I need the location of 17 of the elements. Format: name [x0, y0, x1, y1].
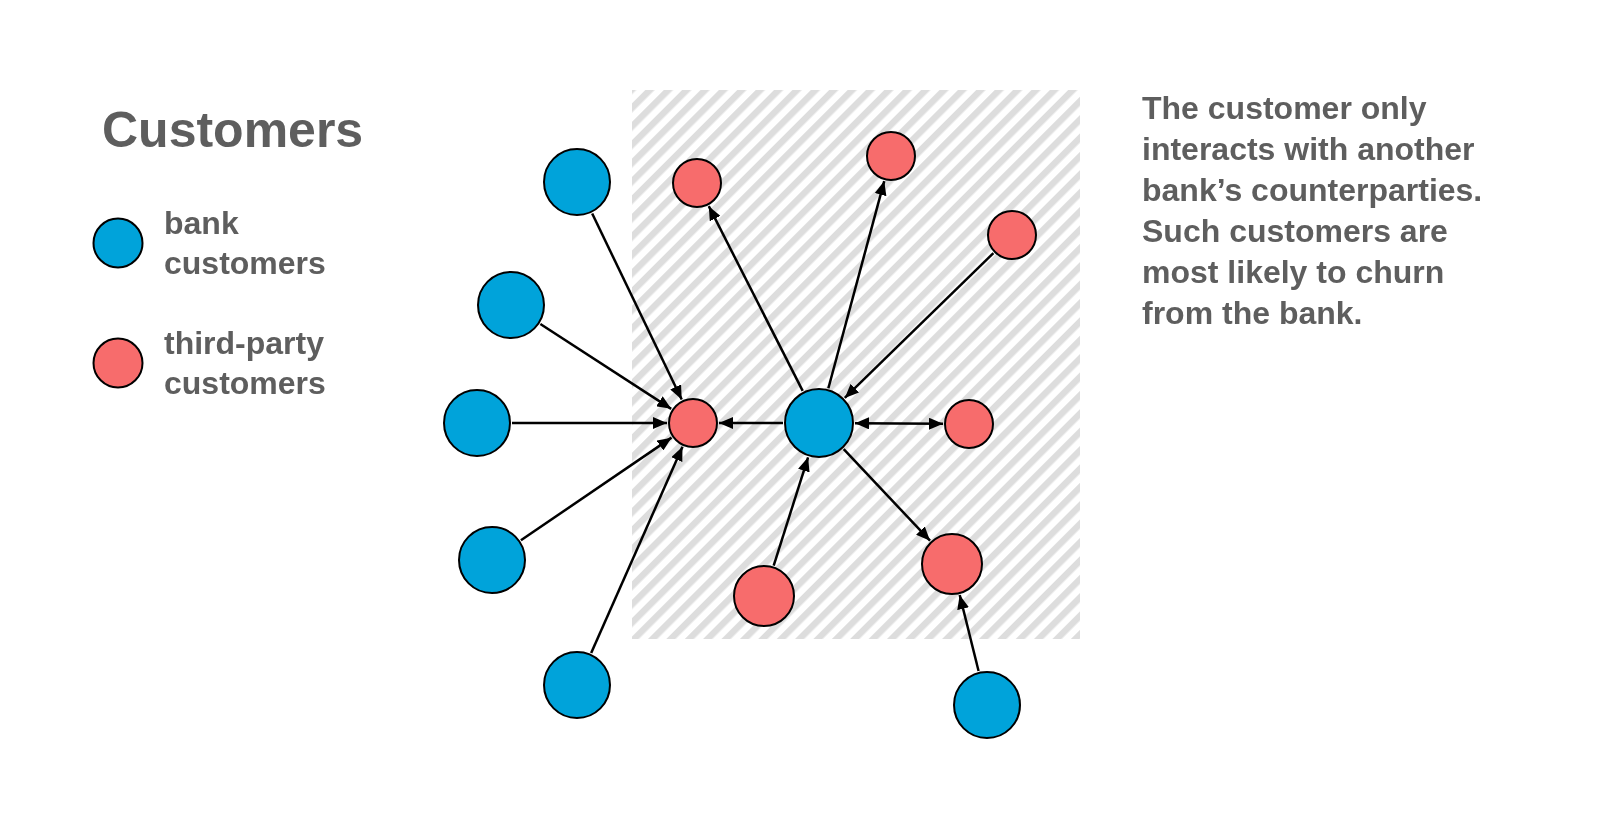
arrow	[772, 456, 810, 566]
arrow	[842, 448, 931, 542]
legend-label: bank customers	[164, 204, 327, 283]
arrow	[591, 213, 683, 401]
arrow	[827, 180, 887, 389]
arrow	[520, 436, 673, 542]
arrow	[719, 417, 783, 429]
arrow	[590, 446, 684, 654]
arrow	[855, 417, 943, 430]
arrow	[512, 417, 667, 429]
arrow	[843, 252, 995, 399]
diagram-title: Customers	[102, 105, 364, 155]
arrow	[539, 323, 672, 410]
legend-label: third-party customers	[164, 324, 327, 403]
arrow	[957, 594, 980, 672]
arrow	[707, 205, 804, 392]
description-text: The customer only interacts with another bank’s counterparties. Such customers are most likely to churn from the bank.	[1142, 89, 1484, 333]
